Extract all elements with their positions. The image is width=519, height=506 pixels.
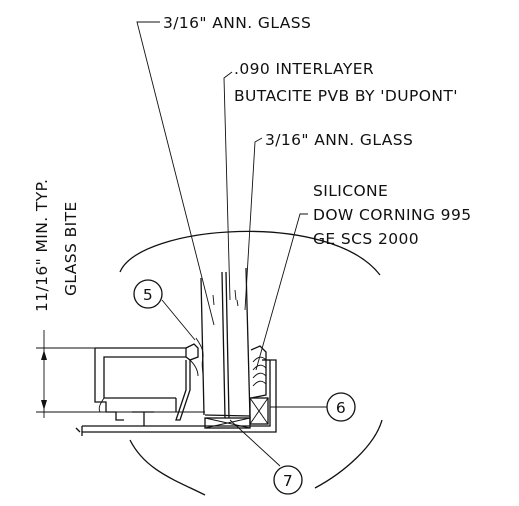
callout-7-label: 7	[283, 472, 293, 490]
label-silicone-line3: GE SCS 2000	[313, 230, 419, 248]
detail-circle	[119, 230, 383, 496]
callout-5: 5	[133, 279, 163, 309]
glass-lites	[200, 267, 251, 419]
label-glass-inner: 3/16" ANN. GLASS	[265, 131, 413, 149]
label-silicone-line1: SILICONE	[313, 182, 388, 200]
leader-lines	[136, 21, 327, 467]
callout-6-label: 6	[336, 399, 346, 417]
label-interlayer-line1: .090 INTERLAYER	[234, 60, 374, 78]
label-silicone-line2: DOW CORNING 995	[313, 206, 471, 224]
gasket	[195, 337, 204, 377]
dimension-line	[36, 330, 205, 418]
callout-6: 6	[326, 392, 356, 422]
silicone-bead	[250, 345, 267, 399]
frame-extrusion	[75, 343, 277, 436]
setting-block	[204, 397, 269, 429]
callout-7: 7	[273, 465, 303, 495]
callout-5-label: 5	[143, 286, 153, 304]
label-interlayer-line2: BUTACITE PVB BY 'DUPONT'	[234, 87, 458, 105]
label-glass-outer: 3/16" ANN. GLASS	[163, 14, 311, 32]
label-dimension: 11/16" MIN. TYP.	[33, 179, 51, 312]
label-glass-bite: GLASS BITE	[62, 201, 80, 296]
